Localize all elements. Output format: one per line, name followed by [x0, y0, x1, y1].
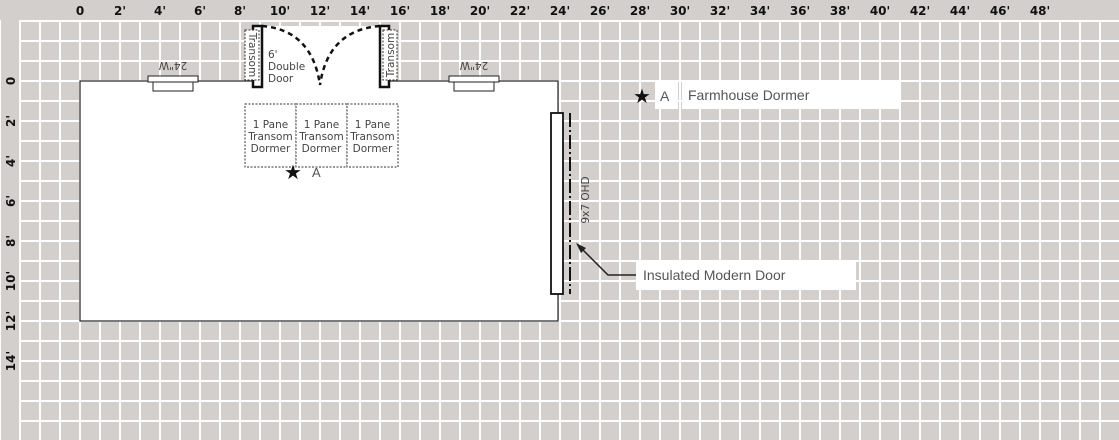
x-tick-label: 18': [430, 4, 450, 18]
x-tick-label: 8': [234, 4, 246, 18]
x-tick-label: 38': [830, 4, 850, 18]
door-label: 6': [268, 49, 278, 61]
y-ruler: 0 2' 4' 6' 8' 10' 12' 14': [4, 77, 18, 371]
window-1[interactable]: 24"W: [147, 59, 199, 92]
x-tick-label: 26': [590, 4, 610, 18]
x-tick-label: 24': [550, 4, 570, 18]
transom-right-label: Transom: [385, 33, 397, 78]
x-tick-label: 32': [710, 4, 730, 18]
y-tick-label: 2': [4, 115, 18, 127]
door-label: Double: [268, 61, 305, 73]
x-tick-label: 40': [870, 4, 890, 18]
x-tick-label: 46': [990, 4, 1010, 18]
transom-left-label: Transom: [246, 32, 258, 77]
x-tick-label: 6': [194, 4, 206, 18]
y-tick-label: 6': [4, 195, 18, 207]
x-tick-label: 44': [950, 4, 970, 18]
x-tick-label: 14': [350, 4, 370, 18]
x-tick-label: 36': [790, 4, 810, 18]
star-icon: ★: [633, 86, 651, 108]
dormer-label: Dormer: [251, 143, 291, 155]
legend[interactable]: ★ A Farmhouse Dormer: [633, 81, 901, 109]
y-tick-label: 14': [4, 351, 18, 371]
y-tick-label: 12': [4, 311, 18, 331]
transom-left[interactable]: [244, 29, 260, 81]
x-tick-label: 4': [154, 4, 166, 18]
transom-right[interactable]: [382, 29, 398, 81]
x-tick-label: 12': [310, 4, 330, 18]
callout-text: Insulated Modern Door: [643, 267, 786, 283]
arrow-icon: [576, 243, 586, 253]
x-tick-label: 28': [630, 4, 650, 18]
x-tick-label: 20': [470, 4, 490, 18]
double-door[interactable]: Transom Transom 6' Double Door: [244, 24, 398, 89]
dormer-label: Transom: [349, 131, 394, 143]
y-tick-label: 0: [4, 77, 18, 85]
dormer-label: Dormer: [302, 143, 342, 155]
y-tick-label: 8': [4, 235, 18, 247]
y-tick-label: 10': [4, 271, 18, 291]
x-tick-label: 2': [114, 4, 126, 18]
x-ruler: 0 2' 4' 6' 8' 10' 12' 14' 16' 18' 20' 22' 24' 26' 28' 3…: [76, 4, 1050, 18]
dormer-label: 1 Pane: [253, 119, 288, 131]
x-tick-label: 16': [390, 4, 410, 18]
dormer-label: Transom: [247, 131, 292, 143]
window-2[interactable]: 24"W: [448, 59, 500, 92]
x-tick-label: 34': [750, 4, 770, 18]
dormer-label: 1 Pane: [304, 119, 339, 131]
marker-letter: A: [312, 165, 321, 180]
window-label: 24"W: [459, 59, 488, 71]
window-label: 24"W: [158, 59, 187, 71]
ohd-callout[interactable]: Insulated Modern Door: [576, 243, 856, 290]
ohd-label: 9x7 OHD: [580, 176, 592, 223]
x-tick-label: 30': [670, 4, 690, 18]
x-tick-label: 10': [270, 4, 290, 18]
legend-letter: A: [660, 88, 670, 104]
door-label: Door: [268, 73, 294, 85]
overhead-door[interactable]: 9x7 OHD: [550, 112, 592, 295]
y-tick-label: 4': [4, 155, 18, 167]
x-tick-label: 22': [510, 4, 530, 18]
dormer-label: 1 Pane: [355, 119, 390, 131]
legend-text: Farmhouse Dormer: [688, 87, 810, 103]
dormer-label: Dormer: [353, 143, 393, 155]
dormer-label: Transom: [298, 131, 343, 143]
x-tick-label: 42': [910, 4, 930, 18]
x-tick-label: 48': [1030, 4, 1050, 18]
star-icon: ★: [284, 162, 302, 184]
x-tick-label: 0: [76, 4, 84, 18]
